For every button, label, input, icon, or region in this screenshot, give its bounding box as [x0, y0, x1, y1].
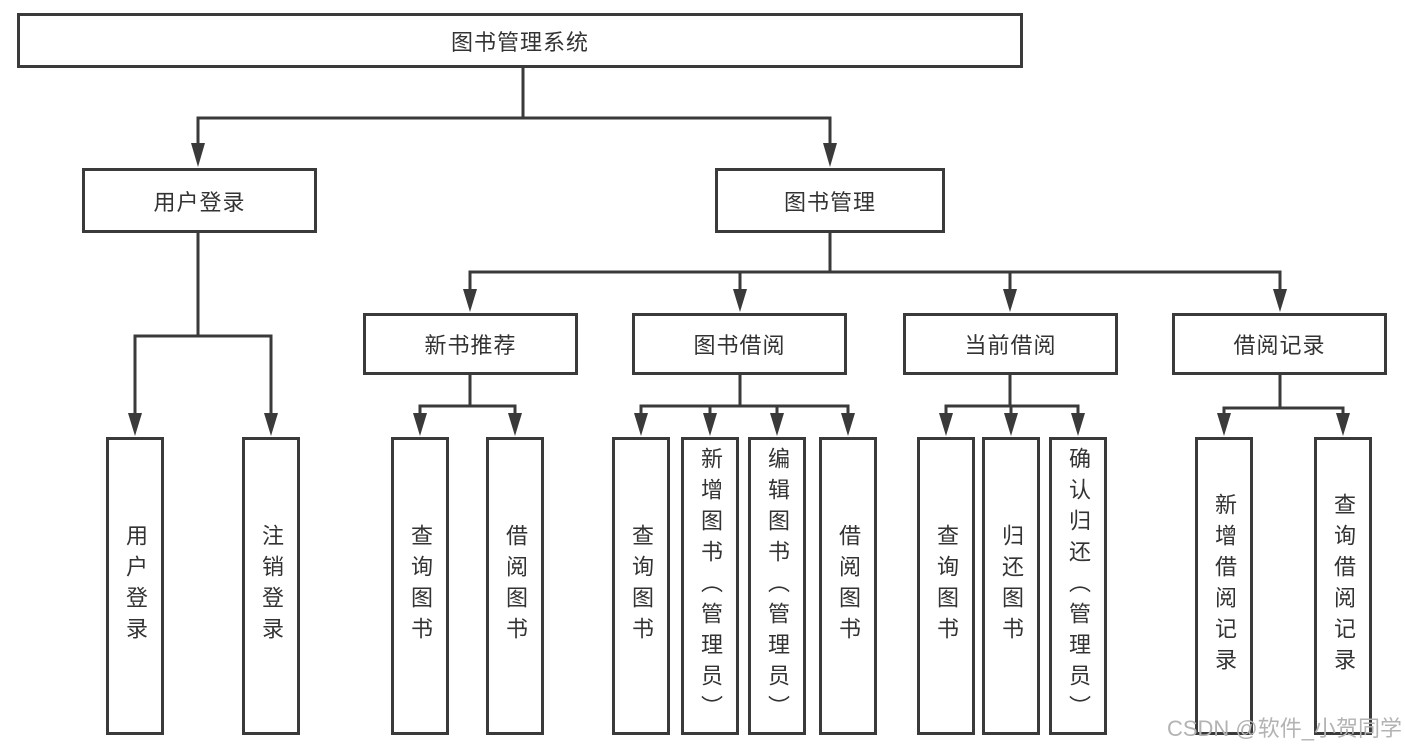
- node-book-management-label: 图书管理: [783, 189, 876, 215]
- leaf-current-confirm-return-admin: 确认归还（管理员）: [1049, 437, 1107, 735]
- leaf-logout-label: 注销登录: [259, 524, 284, 648]
- leaf-current-return-books: 归还图书: [982, 437, 1040, 735]
- leaf-user-login-label: 用户登录: [123, 524, 148, 648]
- leaf-borrow-edit-books-admin-label: 编辑图书（管理员）: [765, 446, 790, 726]
- node-book-borrowing-label: 图书借阅: [693, 333, 786, 358]
- leaf-records-add-borrow-record-label: 新增借阅记录: [1212, 493, 1237, 679]
- leaf-recommend-query-books: 查询图书: [391, 437, 449, 735]
- leaf-borrow-add-books-admin-label: 新增图书（管理员）: [698, 446, 723, 726]
- node-borrowing-records: 借阅记录: [1172, 313, 1387, 375]
- leaf-logout: 注销登录: [242, 437, 300, 735]
- leaf-recommend-borrow-books: 借阅图书: [486, 437, 544, 735]
- node-root-label: 图书管理系统: [450, 29, 589, 55]
- leaf-recommend-borrow-books-label: 借阅图书: [503, 524, 528, 648]
- node-current-borrowing: 当前借阅: [903, 313, 1118, 375]
- node-root-system: 图书管理系统: [17, 13, 1023, 68]
- leaf-records-add-borrow-record: 新增借阅记录: [1195, 437, 1253, 735]
- leaf-borrow-borrow-books-label: 借阅图书: [836, 524, 861, 648]
- leaf-recommend-query-books-label: 查询图书: [408, 524, 433, 648]
- leaf-borrow-add-books-admin: 新增图书（管理员）: [681, 437, 739, 735]
- node-book-management: 图书管理: [715, 168, 945, 233]
- leaf-user-login: 用户登录: [106, 437, 164, 735]
- leaf-current-return-books-label: 归还图书: [999, 524, 1024, 648]
- leaf-borrow-edit-books-admin: 编辑图书（管理员）: [748, 437, 806, 735]
- leaf-records-query-borrow-record-label: 查询借阅记录: [1331, 493, 1356, 679]
- leaf-borrow-query-books-label: 查询图书: [629, 524, 654, 648]
- node-borrowing-records-label: 借阅记录: [1233, 333, 1326, 358]
- csdn-watermark: CSDN @软件_小贺同学: [1166, 716, 1402, 741]
- leaf-current-query-books: 查询图书: [917, 437, 975, 735]
- node-user-login: 用户登录: [82, 168, 317, 233]
- arrowheads: [128, 143, 1350, 436]
- leaf-borrow-borrow-books: 借阅图书: [819, 437, 877, 735]
- node-user-login-label: 用户登录: [153, 189, 246, 215]
- node-current-borrowing-label: 当前借阅: [964, 333, 1057, 358]
- leaf-borrow-query-books: 查询图书: [612, 437, 670, 735]
- leaf-current-query-books-label: 查询图书: [934, 524, 959, 648]
- node-book-borrowing: 图书借阅: [632, 313, 847, 375]
- node-new-book-recommend: 新书推荐: [363, 313, 578, 375]
- leaf-records-query-borrow-record: 查询借阅记录: [1314, 437, 1372, 735]
- leaf-current-confirm-return-admin-label: 确认归还（管理员）: [1066, 446, 1091, 726]
- node-new-book-recommend-label: 新书推荐: [424, 333, 517, 358]
